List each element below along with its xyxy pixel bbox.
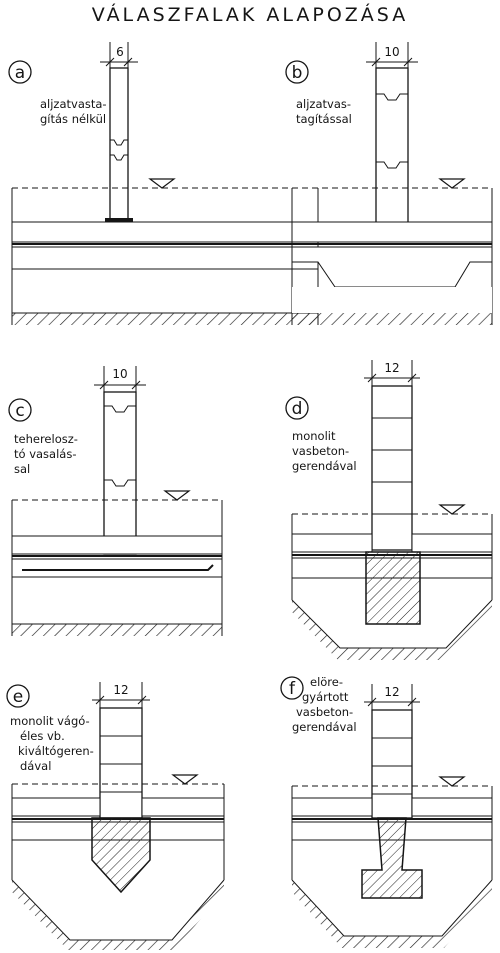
panel-e-letter: e [13,687,23,707]
panel-f-dimension: 12 [384,685,399,699]
panel-b-badge [285,60,309,84]
panel-b-caption-1: aljzatvas- [296,97,351,111]
panel-c-letter: c [15,401,24,421]
panel-e-dimension: 12 [113,683,128,697]
panel-d-letter: d [292,399,303,419]
panel-c-badge [8,398,32,422]
panel-c-caption-1: teherelosz- [14,432,78,446]
panel-b-caption-2: tagítással [296,112,352,126]
panel-e-caption-4: dával [20,759,51,773]
panel-c-dimension: 10 [112,367,127,381]
panel-c: c teherelosz- tó vasalás- sal 10 [8,366,223,636]
panel-f-caption-4: gerendával [292,720,357,734]
panel-e-caption-3: kiváltógeren- [18,744,94,758]
panel-a-dimension: 6 [116,45,124,59]
panel-f: f elöre- gyártott vasbeton- gerendával 1… [280,675,493,948]
panel-d-badge [285,396,309,420]
panel-a-letter: a [15,63,25,83]
panel-f-badge [280,676,304,700]
panel-d-caption-2: vasbeton- [292,444,349,458]
panel-d: d monolit vasbeton- gerendával 12 [285,360,493,660]
panel-a-badge [8,60,32,84]
panel-d-dimension: 12 [384,361,399,375]
panel-d-caption-1: monolit [292,429,336,443]
panel-f-caption-2: gyártott [302,690,349,704]
panel-b-dimension: 10 [384,45,399,59]
panel-b-letter: b [292,63,303,83]
panel-a: a aljzatvasta- gítás nélkül 6 [8,42,319,325]
panel-e-caption-1: monolit vágó- [10,714,90,728]
panel-e: e monolit vágó- éles vb. kiváltógeren- d… [6,682,225,950]
panel-c-caption-2: tó vasalás- [14,447,76,461]
panel-e-caption-2: éles vb. [20,729,65,743]
panel-f-caption-1: elöre- [310,675,343,689]
panel-c-caption-3: sal [14,462,30,476]
panel-f-caption-3: vasbeton- [296,705,353,719]
panel-a-caption-2: gítás nélkül [40,112,106,126]
panel-f-letter: f [289,679,296,699]
panel-d-caption-3: gerendával [292,459,357,473]
panel-a-caption-1: aljzatvasta- [40,97,107,111]
page-title: VÁLASZFALAK ALAPOZÁSA [91,4,409,26]
panel-e-badge [6,684,30,708]
panel-b: b aljzatvas- tagítással 10 [285,42,493,325]
